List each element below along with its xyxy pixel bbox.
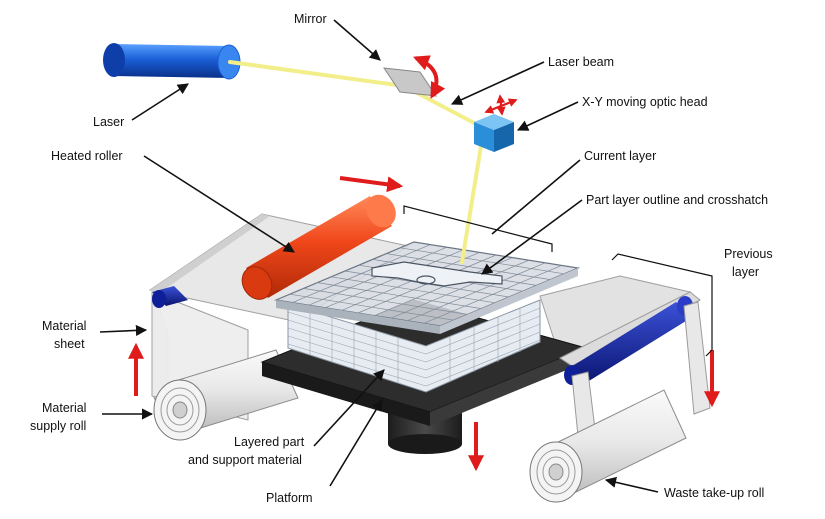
grid-line <box>390 259 529 319</box>
label-current-layer: Current layer <box>584 149 656 163</box>
optic-head <box>474 94 518 152</box>
label-previous-layer-1: Previous <box>724 247 773 261</box>
laser-source <box>103 43 241 80</box>
label-laser: Laser <box>93 115 124 129</box>
waste-take-up-roll <box>529 389 687 503</box>
motion-arrows <box>128 176 720 472</box>
label-mirror: Mirror <box>294 12 327 26</box>
label-material-sheet-2: sheet <box>54 337 85 351</box>
current-layer-bracket <box>403 205 553 252</box>
label-supply-roll-1: Material <box>42 401 86 415</box>
label-heated-roller: Heated roller <box>51 149 123 163</box>
label-material-sheet-1: Material <box>42 319 86 333</box>
leader-lines <box>99 19 659 493</box>
grid-line <box>407 262 546 322</box>
label-platform: Platform <box>266 491 313 505</box>
label-optic-head: X-Y moving optic head <box>582 95 708 109</box>
mirror <box>382 55 446 99</box>
label-layered-part-1: Layered part <box>234 435 305 449</box>
left-blue-roller <box>152 286 188 308</box>
previous-layer-bracket <box>611 253 713 357</box>
grid-line <box>423 265 562 324</box>
label-layered-part-2: and support material <box>188 453 302 467</box>
label-supply-roll-2: supply roll <box>30 419 86 433</box>
label-part-outline: Part layer outline and crosshatch <box>586 193 768 207</box>
label-waste-roll: Waste take-up roll <box>664 486 764 500</box>
grid-line <box>400 247 565 275</box>
label-laser-beam: Laser beam <box>548 55 614 69</box>
heated-roller <box>241 194 396 300</box>
layered-part <box>287 299 541 393</box>
current-layer-grid <box>273 241 581 334</box>
labels: Mirror Laser beam Laser X-Y moving optic… <box>30 12 773 505</box>
grid-line <box>386 253 551 280</box>
label-previous-layer-2: layer <box>732 265 759 279</box>
